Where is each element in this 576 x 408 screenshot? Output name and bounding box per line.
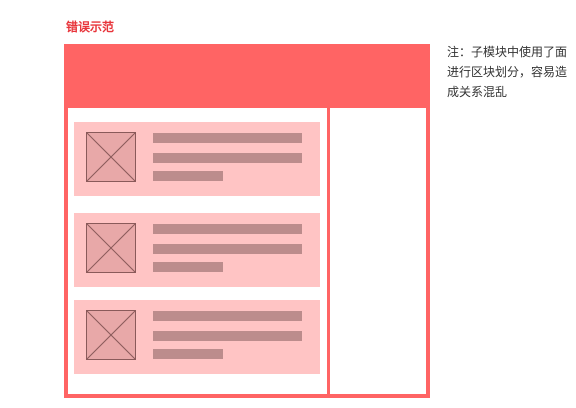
frame-header-block bbox=[64, 44, 430, 108]
text-line-placeholder bbox=[153, 133, 302, 143]
note-line: 进行区块划分，容易造 bbox=[447, 65, 568, 79]
image-placeholder-icon bbox=[86, 223, 136, 273]
list-card bbox=[74, 213, 320, 287]
text-line-placeholder bbox=[153, 331, 302, 341]
text-line-placeholder bbox=[153, 153, 302, 163]
note-line: 注：子模块中使用了面 bbox=[447, 45, 568, 59]
text-line-placeholder bbox=[153, 224, 302, 234]
text-line-placeholder bbox=[153, 311, 302, 321]
text-line-placeholder bbox=[153, 262, 223, 272]
list-card bbox=[74, 122, 320, 196]
annotation-note: 注：子模块中使用了面 进行区块划分，容易造 成关系混乱 bbox=[447, 42, 571, 102]
image-placeholder-icon bbox=[86, 310, 136, 360]
text-line-placeholder bbox=[153, 171, 223, 181]
text-line-placeholder bbox=[153, 244, 302, 254]
diagram-title: 错误示范 bbox=[66, 20, 115, 34]
list-card bbox=[74, 300, 320, 374]
image-placeholder-icon bbox=[86, 132, 136, 182]
column-divider bbox=[327, 108, 330, 396]
note-line: 成关系混乱 bbox=[447, 85, 508, 99]
text-line-placeholder bbox=[153, 349, 223, 359]
